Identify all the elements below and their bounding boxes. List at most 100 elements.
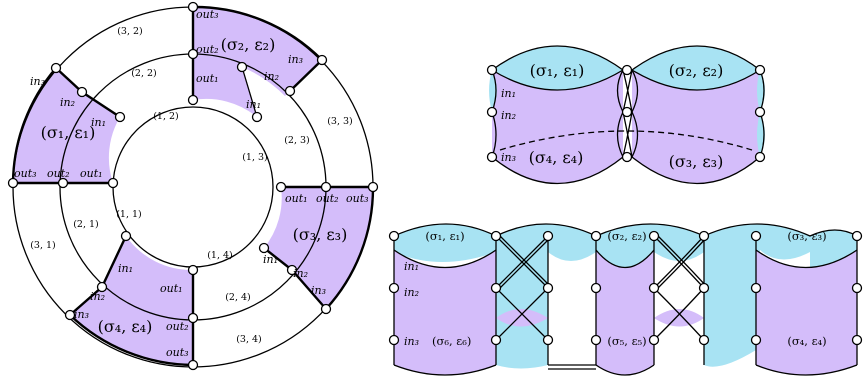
vertex bbox=[542, 230, 554, 242]
vertex bbox=[50, 62, 62, 74]
edge-label: (1, 4) bbox=[207, 250, 233, 261]
vertex bbox=[275, 181, 287, 193]
br-port-in3: in₃ bbox=[404, 335, 419, 348]
vertex bbox=[750, 282, 762, 294]
br-purple-2 bbox=[596, 250, 654, 375]
vertex bbox=[64, 309, 76, 321]
label-sigma2: (σ₂, ε₂) bbox=[221, 35, 276, 54]
br-body-bottoms bbox=[393, 364, 858, 376]
br-strands-right bbox=[653, 235, 705, 341]
vertex bbox=[187, 1, 199, 13]
vertex bbox=[648, 282, 660, 294]
port-in1: in₁ bbox=[263, 253, 278, 266]
vertex bbox=[490, 282, 502, 294]
br-columns bbox=[495, 236, 757, 365]
br-label-sigma5: (σ₅, ε₅) bbox=[607, 334, 646, 348]
tr-port-in2: in₂ bbox=[501, 109, 516, 122]
vertex bbox=[486, 106, 498, 118]
edge-label: (1, 2) bbox=[153, 111, 179, 122]
vertex bbox=[284, 85, 296, 97]
edge-in-sigma2 bbox=[241, 66, 258, 118]
vertex bbox=[542, 334, 554, 346]
port-in1: in₁ bbox=[118, 262, 133, 275]
tr-mid-arcs bbox=[491, 69, 761, 91]
edge-label: (2, 4) bbox=[225, 292, 251, 303]
vertex bbox=[388, 230, 400, 242]
tr-cyan-left bbox=[492, 46, 623, 90]
br-body-tops bbox=[393, 249, 858, 269]
vertex bbox=[76, 86, 88, 98]
br-purple-3 bbox=[756, 250, 857, 375]
port-in2: in₂ bbox=[264, 70, 279, 83]
port-in1: in₁ bbox=[91, 116, 106, 129]
ring-vertices bbox=[7, 1, 379, 371]
vertex bbox=[490, 230, 502, 242]
tr-dashed bbox=[499, 130, 753, 151]
edge-label: (3, 3) bbox=[327, 116, 353, 127]
br-strands-left bbox=[495, 235, 549, 341]
vertex bbox=[187, 264, 199, 276]
vertex bbox=[187, 94, 199, 106]
vertex bbox=[7, 177, 19, 189]
port-in2: in₂ bbox=[293, 267, 308, 280]
port-out2: out₂ bbox=[47, 167, 70, 180]
vertex bbox=[187, 359, 199, 371]
vertex bbox=[754, 106, 766, 118]
br-label-sigma2: (σ₂, ε₂) bbox=[607, 229, 646, 243]
port-out1: out₁ bbox=[196, 72, 219, 85]
edge-label: (3, 2) bbox=[117, 26, 143, 37]
tr-label-sigma1: (σ₁, ε₁) bbox=[530, 61, 585, 80]
tr-cyan-right bbox=[632, 46, 760, 90]
region-sigma1 bbox=[13, 68, 120, 183]
vertex bbox=[107, 177, 119, 189]
port-in3: in₃ bbox=[288, 53, 303, 66]
vertex bbox=[621, 151, 633, 163]
inner-circle bbox=[112, 106, 274, 268]
vertex bbox=[114, 111, 126, 123]
vertex bbox=[590, 334, 602, 346]
br-port-in1: in₁ bbox=[404, 260, 419, 273]
br-vertices bbox=[388, 230, 863, 346]
vertex bbox=[320, 303, 332, 315]
edge-label: (2, 3) bbox=[284, 135, 310, 146]
vertex bbox=[590, 282, 602, 294]
label-sigma4: (σ₄, ε₄) bbox=[98, 317, 153, 336]
port-out2: out₂ bbox=[196, 43, 219, 56]
region-sigma3 bbox=[264, 187, 374, 309]
bottom-right-diagram: (σ₁, ε₁) (σ₂, ε₂) (σ₃, ε₃) (σ₆, ε₆) (σ₅,… bbox=[388, 223, 863, 376]
tr-label-sigma2: (σ₂, ε₂) bbox=[669, 61, 724, 80]
br-label-sigma3: (σ₃, ε₃) bbox=[787, 229, 826, 243]
vertex bbox=[648, 334, 660, 346]
ring-diagram: (σ₂, ε₂) (σ₁, ε₁) (σ₃, ε₃) (σ₄, ε₄) out₃… bbox=[7, 1, 379, 371]
vertex bbox=[750, 334, 762, 346]
vertex bbox=[698, 230, 710, 242]
br-purple-5 bbox=[654, 309, 704, 327]
port-in2: in₂ bbox=[90, 290, 105, 303]
vertex bbox=[57, 177, 69, 189]
vertex bbox=[486, 64, 498, 76]
port-in3: in₃ bbox=[74, 308, 89, 321]
br-double-line bbox=[548, 364, 596, 370]
tr-purple-right bbox=[632, 70, 760, 184]
tr-port-in3: in₃ bbox=[501, 151, 516, 164]
br-label-sigma1: (σ₁, ε₁) bbox=[425, 229, 464, 243]
port-out1: out₁ bbox=[285, 192, 308, 205]
vertex bbox=[851, 334, 863, 346]
br-top-arcs bbox=[393, 223, 858, 237]
edge-label: (1, 3) bbox=[242, 152, 268, 163]
tr-port-in1: in₁ bbox=[501, 87, 516, 100]
tr-bottom-arcs bbox=[491, 156, 761, 184]
tr-label-sigma4: (σ₄, ε₄) bbox=[529, 148, 584, 167]
vertex bbox=[367, 181, 379, 193]
edge-label: (1, 1) bbox=[116, 209, 142, 220]
vertex bbox=[648, 230, 660, 242]
br-port-in2: in₂ bbox=[404, 286, 419, 299]
region-sigma4 bbox=[70, 236, 193, 365]
port-in1: in₁ bbox=[246, 98, 261, 111]
vertex bbox=[316, 54, 328, 66]
vertex bbox=[251, 111, 263, 123]
vertex bbox=[590, 230, 602, 242]
vertex bbox=[258, 242, 270, 254]
vertex bbox=[621, 64, 633, 76]
